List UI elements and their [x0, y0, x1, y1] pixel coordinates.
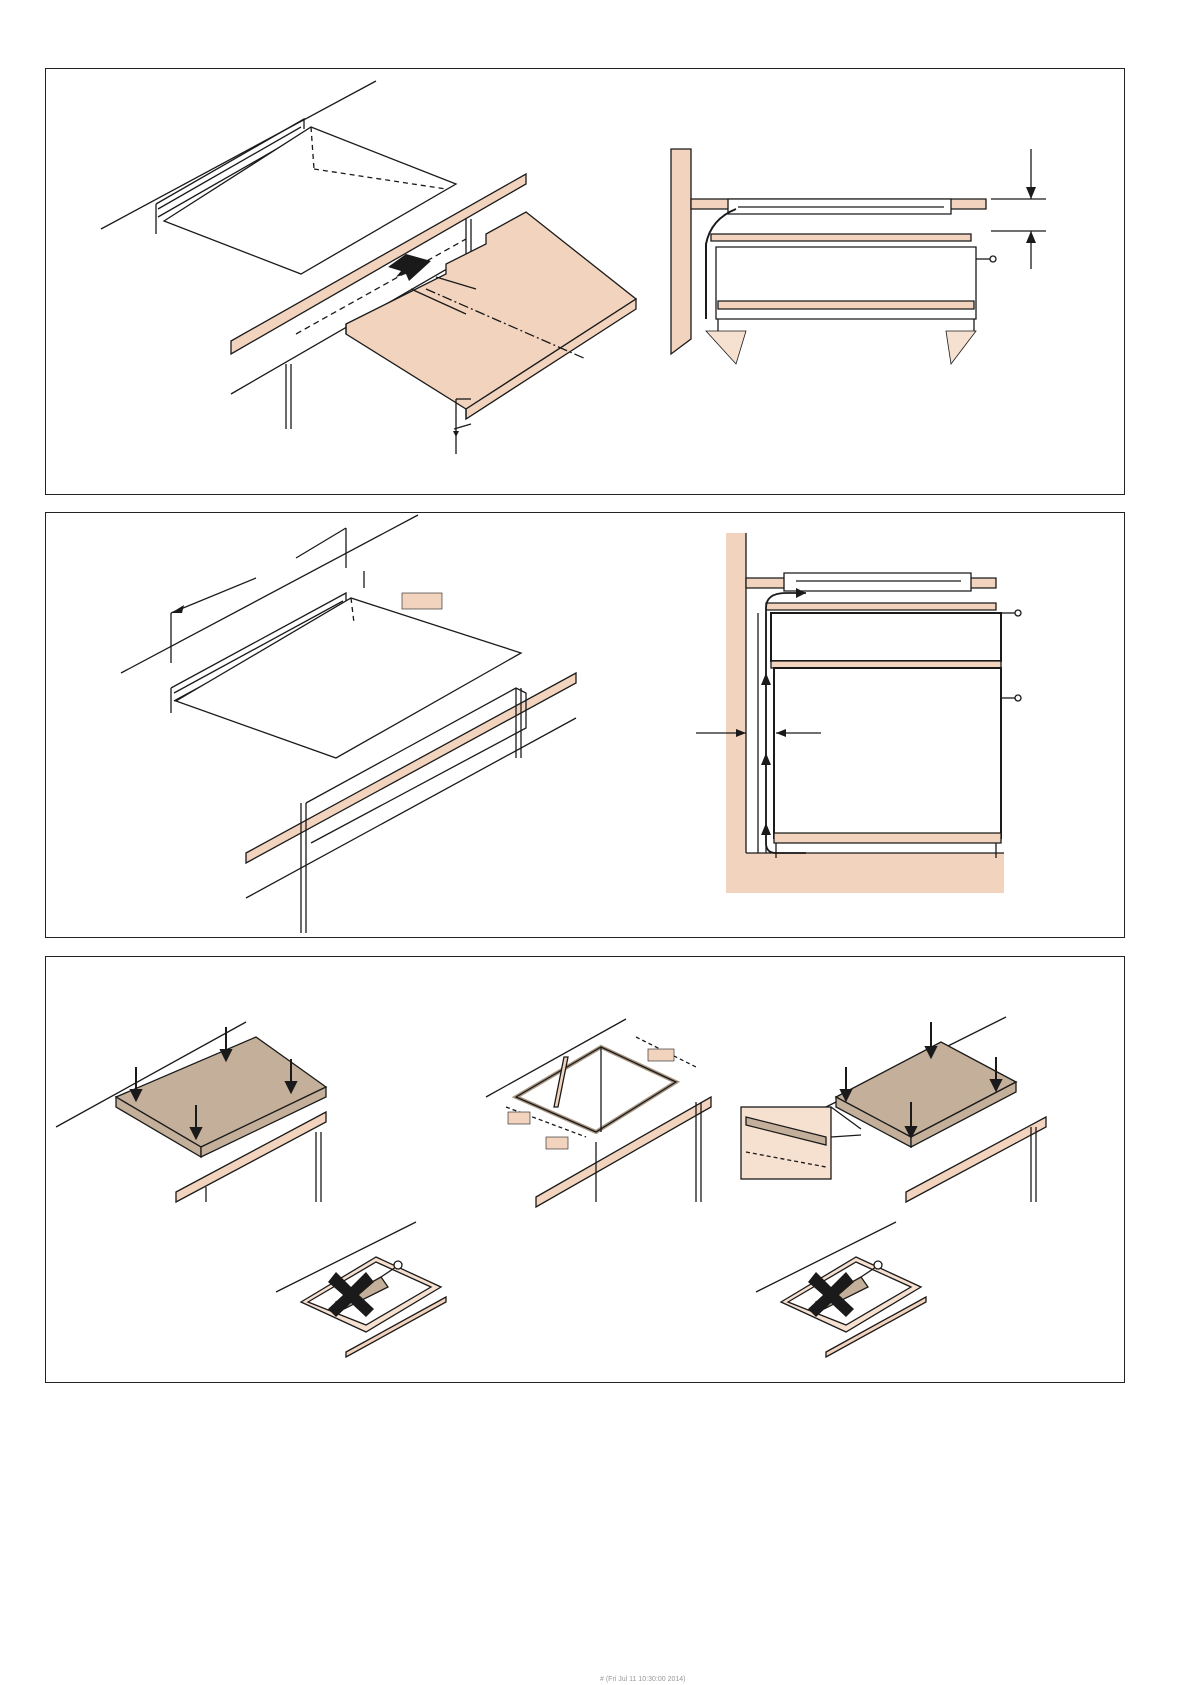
airflow-arrow-icon	[761, 823, 771, 835]
dimension-arrow-icon	[453, 431, 459, 437]
hob-frame-figure	[121, 515, 576, 933]
airflow-arrow-icon	[761, 753, 771, 765]
dimension-arrow-icon	[1026, 231, 1036, 243]
airflow-out-icon	[946, 331, 976, 364]
press-hob-figure	[56, 1022, 326, 1202]
label-tag	[648, 1049, 674, 1061]
panel-2-drawing	[46, 513, 1124, 937]
dimension-arrow-icon	[1026, 187, 1036, 199]
label-tag	[402, 593, 442, 609]
panel-worktop-cutout	[45, 68, 1125, 495]
press-hob-detail-figure	[741, 1017, 1046, 1202]
cabinet-section-figure	[671, 149, 1046, 354]
panel-fitting-steps	[45, 956, 1125, 1383]
panel-3-drawing	[46, 957, 1124, 1382]
panel-1-drawing	[46, 69, 1124, 494]
airflow-arrow-icon	[761, 673, 771, 685]
panel-ventilation	[45, 512, 1125, 938]
label-tag	[508, 1112, 530, 1124]
worktop-cutout-figure	[101, 81, 636, 454]
airflow-section-figure	[696, 533, 1021, 893]
footer-note: # (Fri Jul 11 10:30:00 2014)	[600, 1676, 685, 1683]
label-tag	[546, 1137, 568, 1149]
airflow-out-icon	[706, 331, 746, 364]
